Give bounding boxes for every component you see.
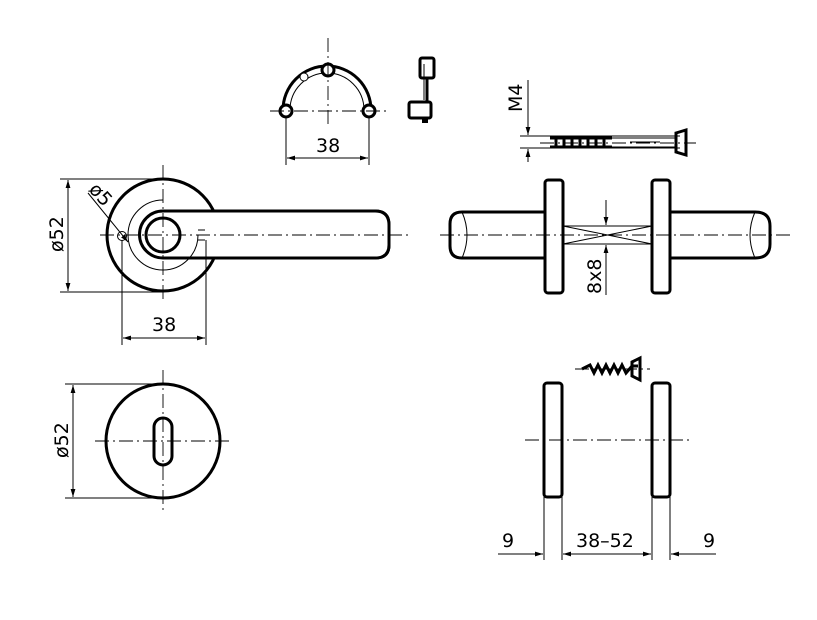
side-rose-left (543, 178, 565, 295)
pin-leader-line (87, 192, 129, 243)
rose-inner-ring (127, 199, 199, 271)
handle-front-view: ø5 ø52 38 (46, 165, 410, 345)
bracket-spacing-label: 38 (316, 135, 340, 157)
side-lever-right-cap (749, 211, 756, 259)
clip-base (407, 100, 433, 120)
clip-body (418, 56, 436, 80)
rose-diameter-label: ø52 (46, 216, 68, 252)
handle-lever-over-rose (138, 209, 391, 260)
m4-screw-detail: M4 (505, 80, 696, 162)
pin-diameter-label: ø5 (84, 179, 116, 211)
screw-thread-body (550, 136, 612, 149)
handle-side-view: 8x8 (440, 178, 790, 295)
bracket-detail: 38 (270, 38, 386, 165)
wood-screw-head (630, 355, 642, 383)
door-thickness-label: 38–52 (576, 530, 634, 552)
side-rose-right (650, 178, 672, 295)
clip-detail (407, 56, 436, 123)
rose-offset-label: 38 (152, 314, 176, 336)
spindle-label: 8x8 (584, 259, 606, 294)
bracket-notch (299, 72, 309, 82)
rose-thickness-left-label: 9 (502, 530, 514, 552)
rose-thickness-right-label: 9 (703, 530, 715, 552)
clip-foot (422, 118, 428, 123)
escutcheon-diameter-label: ø52 (51, 422, 73, 458)
escutcheon-front-view: ø52 (51, 370, 232, 512)
wood-screw-thread (581, 361, 638, 377)
spindle-cross-b (562, 225, 653, 245)
screw-head (674, 127, 688, 158)
rose-side-view: 9 38–52 9 (498, 355, 716, 560)
screw-shank (612, 137, 676, 148)
screw-thread-label: M4 (505, 84, 527, 112)
pin-small-mark (198, 229, 205, 241)
